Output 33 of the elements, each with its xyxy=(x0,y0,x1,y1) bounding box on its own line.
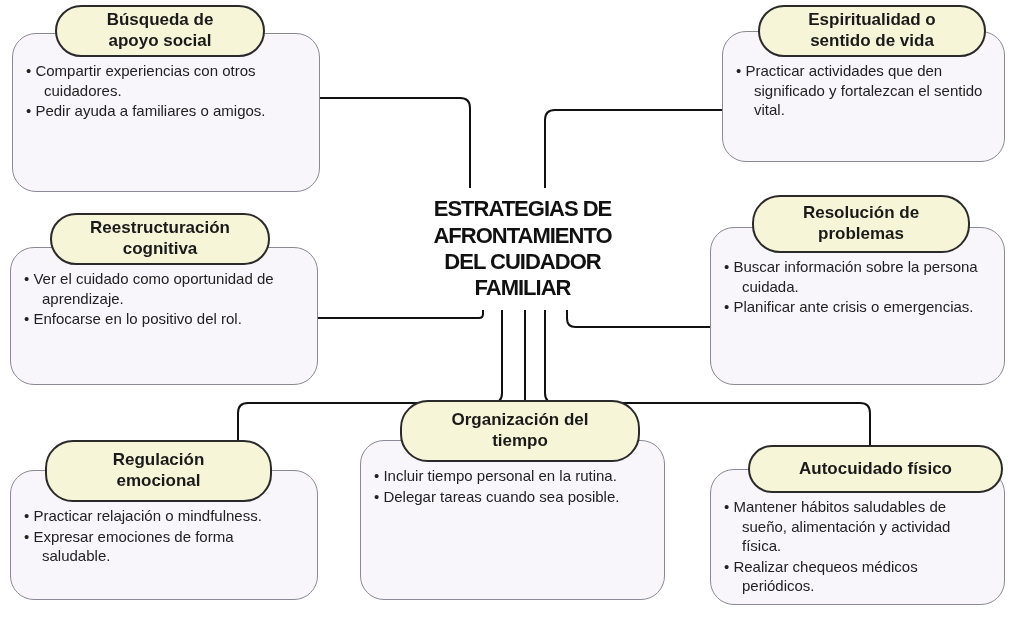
bullet-item: • Expresar emociones de forma saludable. xyxy=(24,526,235,566)
bullet-item: • Practicar actividades que den significado y fortalezcan el sentido vital. xyxy=(736,61,984,120)
category-heading: Regulación emocional xyxy=(45,440,272,502)
strategy-card xyxy=(10,213,318,385)
bullet-item: • Ver el cuidado como oportunidad de aprendizaje. xyxy=(24,269,275,308)
bullet-item: • Incluir tiempo personal en la rutina. xyxy=(374,466,618,486)
strategy-card xyxy=(722,5,1005,162)
strategy-card xyxy=(360,400,665,600)
connector-line xyxy=(317,309,484,319)
bullet-item: • Planificar ante crisis o emergencias. xyxy=(724,297,975,317)
category-heading: Reestructuración cognitiva xyxy=(50,213,270,265)
central-title: ESTRATEGIAS DE AFRONTAMIENTO DEL CUIDADOR FAMILIAR xyxy=(415,188,630,310)
bullet-item: • Enfocarse en lo positivo del rol. xyxy=(24,309,243,329)
category-heading: Espiritualidad o sentido de vida xyxy=(758,5,986,57)
bullet-item: • Buscar información sobre la persona cuidada. xyxy=(724,257,979,296)
bullet-item: • Compartir experiencias con otros cuidadores. xyxy=(26,61,257,100)
bullet-item: • Realizar chequeos médicos periódicos. xyxy=(724,556,919,596)
strategy-card xyxy=(12,5,320,192)
category-heading: Organización del tiempo xyxy=(400,400,640,462)
bullet-item: • Mantener hábitos saludables de sueño, alimentación y actividad física. xyxy=(724,497,952,556)
connector-line xyxy=(544,109,723,189)
category-heading: Búsqueda de apoyo social xyxy=(55,5,265,57)
category-heading: Resolución de problemas xyxy=(752,195,970,253)
strategy-card xyxy=(10,440,318,600)
connector-line xyxy=(524,309,526,401)
connector-line xyxy=(566,309,711,328)
strategy-card xyxy=(710,195,1005,385)
strategy-card xyxy=(710,445,1005,605)
connector-line xyxy=(319,97,471,189)
bullet-item: • Delegar tareas cuando sea posible. xyxy=(374,486,621,506)
bullet-item: • Pedir ayuda a familiares o amigos. xyxy=(26,101,267,121)
category-heading: Autocuidado físico xyxy=(748,445,1003,493)
bullet-item: • Practicar relajación o mindfulness. xyxy=(24,506,263,526)
